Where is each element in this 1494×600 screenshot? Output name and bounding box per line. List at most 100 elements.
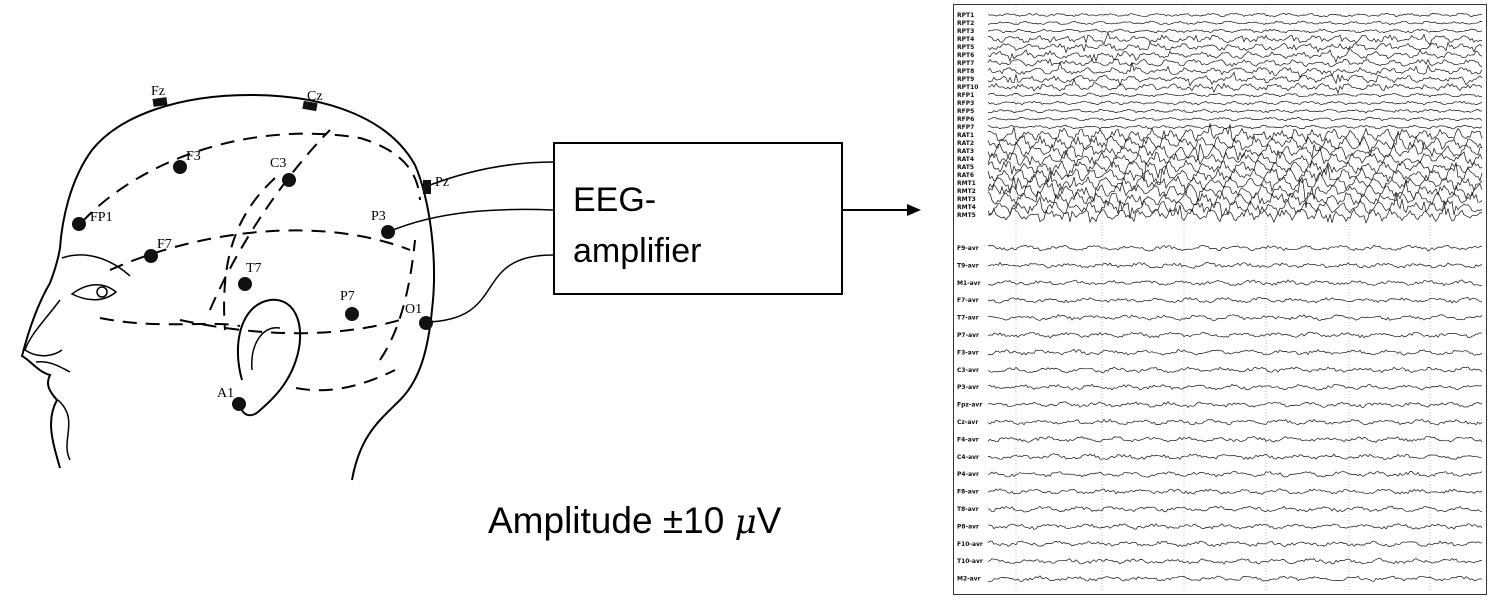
pupil — [96, 286, 108, 298]
channel-label-rpt10: RPT10 — [957, 84, 978, 91]
eeg-trace-rat5 — [987, 159, 1483, 182]
channel-label-rat5: RAT5 — [957, 164, 974, 171]
label-pz: Pz — [435, 175, 449, 190]
eeg-trace-rpt1 — [987, 12, 1483, 18]
channel-label-rpt5: RPT5 — [957, 44, 974, 51]
amplitude-unit: V — [756, 500, 782, 541]
channel-label-rmt1: RMT1 — [957, 180, 976, 187]
eeg-trace-rfp6 — [987, 116, 1483, 122]
channel-label-rpt6: RPT6 — [957, 52, 974, 59]
electrode-f3 — [173, 160, 187, 174]
channel-label-f3-avr: F3-avr — [957, 349, 979, 356]
electrode-f7 — [144, 249, 158, 263]
channel-label-p4-avr: P4-avr — [957, 471, 979, 478]
channel-label-rpt8: RPT8 — [957, 68, 974, 75]
channel-label-f8-avr: F8-avr — [957, 489, 979, 496]
eeg-trace-m2-avr — [987, 575, 1483, 582]
eeg-trace-rpt7 — [987, 58, 1483, 68]
channel-label-rpt7: RPT7 — [957, 60, 974, 67]
eeg-trace-rmt2 — [987, 176, 1483, 208]
ear — [236, 298, 302, 417]
channel-label-rmt3: RMT3 — [957, 196, 976, 203]
electrode-fz — [152, 97, 168, 107]
eeg-trace-t10-avr — [987, 557, 1483, 565]
channel-label-f4-avr: F4-avr — [957, 436, 979, 443]
eeg-trace-p8-avr — [987, 523, 1483, 530]
eeg-trace-f10-avr — [987, 540, 1483, 548]
channel-label-rpt4: RPT4 — [957, 36, 974, 43]
amplifier-label-line1: EEG- — [573, 181, 657, 219]
eeg-trace-t9-avr — [987, 261, 1483, 269]
channel-label-rat4: RAT4 — [957, 156, 974, 163]
electrode-p3 — [381, 225, 395, 239]
eeg-trace-rat1 — [987, 123, 1483, 147]
head-outline — [20, 93, 436, 481]
eeg-trace-f3-avr — [987, 348, 1483, 356]
eeg-trace-rat6 — [987, 162, 1483, 186]
wire-p3 — [387, 208, 554, 233]
eeg-trace-rfp7 — [987, 124, 1483, 130]
channel-label-rmt2: RMT2 — [957, 188, 976, 195]
channel-label-rpt3: RPT3 — [957, 28, 974, 35]
channel-label-m1-avr: M1-avr — [957, 280, 981, 287]
eeg-trace-c4-avr — [987, 453, 1483, 460]
eeg-trace-p4-avr — [987, 470, 1483, 478]
channel-label-rpt2: RPT2 — [957, 20, 974, 27]
eeg-trace-t8-avr — [987, 505, 1483, 513]
eeg-amplifier-box: EEG- amplifier — [553, 142, 843, 295]
eye — [70, 284, 118, 301]
channel-label-rfp7: RFP7 — [957, 124, 974, 131]
channel-label-f10-avr: F10-avr — [957, 541, 983, 548]
eeg-trace-rpt4 — [987, 31, 1483, 46]
eeg-trace-rmt4 — [987, 191, 1483, 219]
channel-label-p3-avr: P3-avr — [957, 384, 979, 391]
channel-label-c3-avr: C3-avr — [957, 367, 979, 374]
eeg-trace-rfp3 — [987, 100, 1483, 106]
eeg-trace-f9-avr — [987, 244, 1483, 252]
electrode-pz — [423, 180, 431, 194]
channel-label-p7-avr: P7-avr — [957, 332, 979, 339]
mouth-line — [35, 360, 71, 373]
eeg-trace-rfp1 — [987, 92, 1483, 98]
amplitude-caption: Amplitude ±10 μV — [488, 500, 781, 542]
channel-label-rfp3: RFP3 — [957, 100, 974, 107]
channel-label-rfp6: RFP6 — [957, 116, 974, 123]
label-cz: Cz — [307, 89, 323, 104]
eeg-trace-rpt9 — [987, 71, 1483, 87]
label-t7: T7 — [246, 261, 262, 276]
channel-label-rat3: RAT3 — [957, 148, 974, 155]
output-arrow — [843, 204, 921, 216]
eeg-trace-rpt8 — [987, 60, 1483, 79]
channel-label-fpz-avr: Fpz-avr — [957, 402, 982, 409]
eeg-trace-f8-avr — [987, 488, 1483, 495]
channel-label-rmt4: RMT4 — [957, 204, 976, 211]
ear-inner — [251, 327, 281, 371]
electrode-a1 — [232, 397, 246, 411]
channel-label-rat2: RAT2 — [957, 140, 974, 147]
channel-label-t10-avr: T10-avr — [957, 558, 983, 565]
channel-label-cz-avr: Cz-avr — [957, 419, 978, 426]
wire-o1 — [425, 254, 554, 323]
wire-pz — [429, 161, 554, 186]
eeg-trace-rfp5 — [987, 108, 1483, 114]
electrode-o1 — [419, 316, 433, 330]
channel-label-rmt5: RMT5 — [957, 212, 976, 219]
eyebrow — [61, 254, 131, 277]
label-fz: Fz — [151, 84, 165, 99]
label-c3: C3 — [270, 156, 286, 171]
jaw-line — [57, 399, 71, 461]
eeg-trace-rmt3 — [987, 191, 1483, 207]
eeg-trace-rpt6 — [987, 47, 1483, 64]
eeg-traces: RPT1RPT2RPT3RPT4RPT5RPT6RPT7RPT8RPT9RPT1… — [957, 7, 1483, 591]
eeg-trace-rat3 — [987, 140, 1483, 161]
channel-label-f9-avr: F9-avr — [957, 245, 979, 252]
label-a1: A1 — [217, 386, 234, 401]
eeg-trace-rpt5 — [987, 41, 1483, 54]
channel-label-rpt9: RPT9 — [957, 76, 974, 83]
channel-label-c4-avr: C4-avr — [957, 454, 979, 461]
electrode-cz — [302, 100, 318, 112]
label-p7: P7 — [340, 289, 355, 304]
eeg-trace-f4-avr — [987, 435, 1483, 443]
channel-label-rat6: RAT6 — [957, 172, 974, 179]
